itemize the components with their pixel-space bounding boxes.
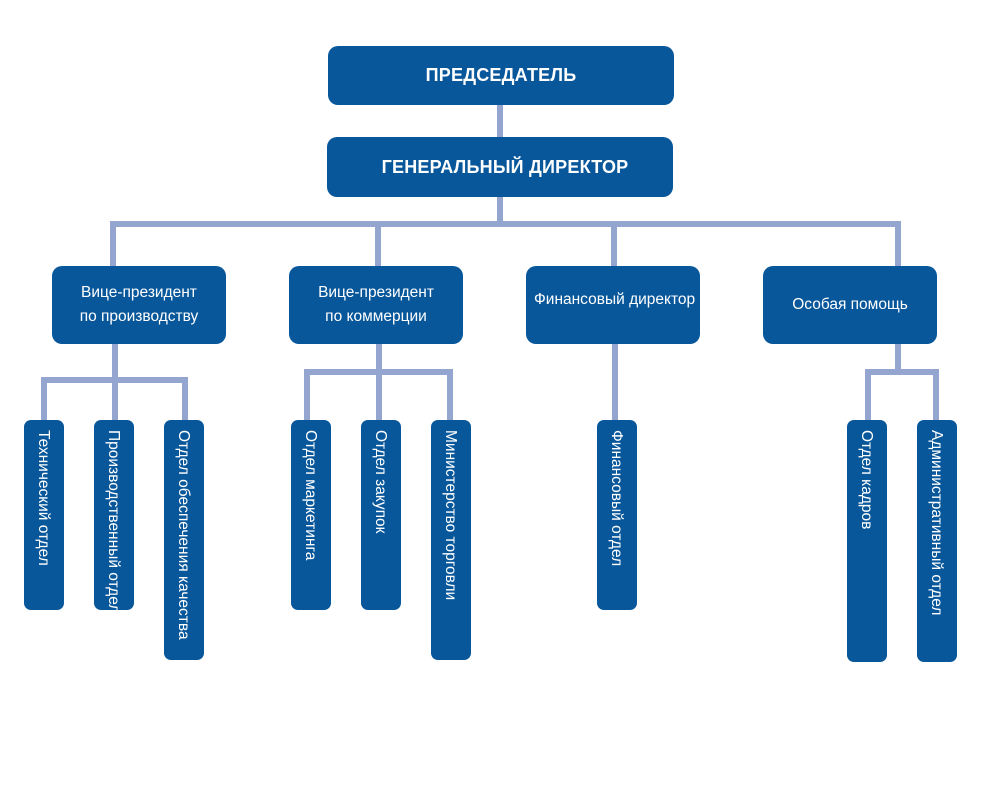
special-assistance-label: Особая помощь: [792, 296, 908, 313]
dept-hr-label: Отдел кадров: [858, 430, 875, 530]
connector-production-drop-2: [112, 377, 118, 422]
connector-drop-commerce: [375, 221, 381, 269]
dept-marketing-box: Отдел маркетинга: [291, 420, 331, 610]
vp-production-line-1: Вице-президент: [81, 284, 197, 301]
dept-administrative-label: Административный отдел: [928, 430, 945, 616]
dept-production-label: Производственный отдел: [105, 430, 122, 610]
connector-drop-special: [895, 221, 901, 269]
vp-production-box: Вице-президент по производству: [52, 266, 226, 344]
special-assistance-box: Особая помощь: [763, 266, 937, 344]
vp-production-line-2: по производству: [79, 308, 199, 325]
dept-marketing-label: Отдел маркетинга: [302, 430, 319, 561]
connector-top-bus: [110, 221, 901, 227]
connector-special-stem: [895, 342, 901, 374]
dept-trade-ministry-label: Министерство торговли: [442, 430, 459, 601]
dept-administrative-box: Административный отдел: [917, 420, 957, 662]
finance-director-box: Финансовый директор: [526, 266, 700, 344]
dept-trade-ministry-box: Министерство торговли: [431, 420, 471, 660]
dept-finance-box: Финансовый отдел: [597, 420, 637, 610]
connector-commerce-drop-1: [304, 369, 310, 422]
connector-production-drop-3: [182, 377, 188, 422]
connector-commerce-drop-2: [376, 369, 382, 422]
connector-production-stem: [112, 342, 118, 382]
dept-procurement-box: Отдел закупок: [361, 420, 401, 610]
vp-commerce-line-2: по коммерции: [325, 308, 427, 325]
dept-technical-label: Технический отдел: [35, 430, 52, 566]
connector-chairman-gd: [497, 104, 503, 140]
dept-production-box: Производственный отдел: [94, 420, 134, 610]
dept-procurement-label: Отдел закупок: [372, 430, 389, 534]
general-director-label: ГЕНЕРАЛЬНЫЙ ДИРЕКТОР: [381, 156, 629, 177]
connector-production-drop-1: [41, 377, 47, 422]
chairman-box: ПРЕДСЕДАТЕЛЬ: [328, 46, 674, 105]
connector-special-drop-1: [865, 369, 871, 422]
vp-commerce-line-1: Вице-президент: [318, 284, 434, 301]
connector-special-drop-2: [933, 369, 939, 422]
connector-commerce-stem: [376, 342, 382, 374]
connector-gd-trunk: [497, 196, 503, 226]
finance-director-label: Финансовый директор: [534, 291, 696, 308]
dept-quality-box: Отдел обеспечения качества: [164, 420, 204, 660]
connector-finance-stem: [612, 342, 618, 422]
dept-quality-label: Отдел обеспечения качества: [175, 430, 192, 640]
dept-hr-box: Отдел кадров: [847, 420, 887, 662]
vp-commerce-box: Вице-президент по коммерции: [289, 266, 463, 344]
connector-special-bus: [865, 369, 939, 375]
dept-technical-box: Технический отдел: [24, 420, 64, 610]
general-director-box: ГЕНЕРАЛЬНЫЙ ДИРЕКТОР: [327, 137, 673, 197]
dept-finance-label: Финансовый отдел: [608, 430, 625, 567]
connector-drop-production: [110, 221, 116, 269]
chairman-label: ПРЕДСЕДАТЕЛЬ: [425, 65, 577, 85]
connector-drop-finance: [611, 221, 617, 269]
connector-commerce-drop-3: [447, 369, 453, 422]
